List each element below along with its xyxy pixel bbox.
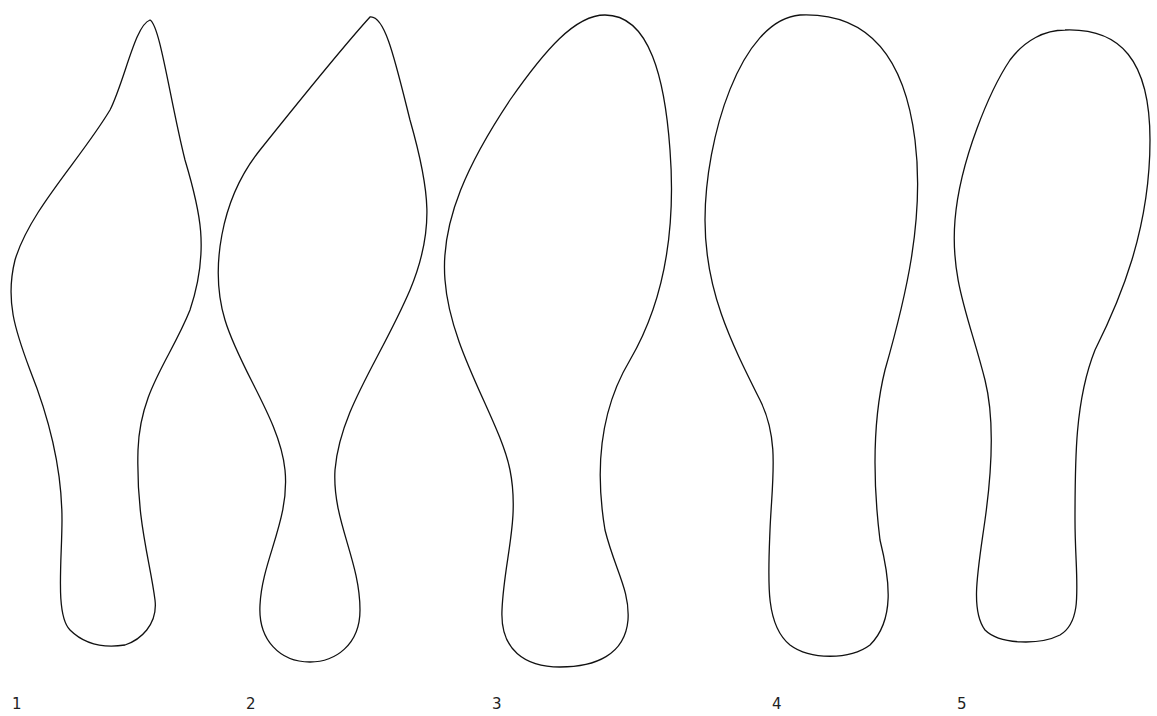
figure-number: 4 — [772, 697, 782, 712]
sole-outline — [218, 17, 427, 662]
sole-outline — [705, 15, 918, 656]
figure-number: 3 — [492, 697, 502, 712]
figure-number: 1 — [12, 697, 22, 712]
sole-outline — [11, 20, 201, 646]
sole-outline — [954, 30, 1150, 642]
figure-number: 2 — [246, 697, 256, 712]
figure-number: 5 — [957, 697, 967, 712]
sole-outline — [444, 15, 671, 667]
